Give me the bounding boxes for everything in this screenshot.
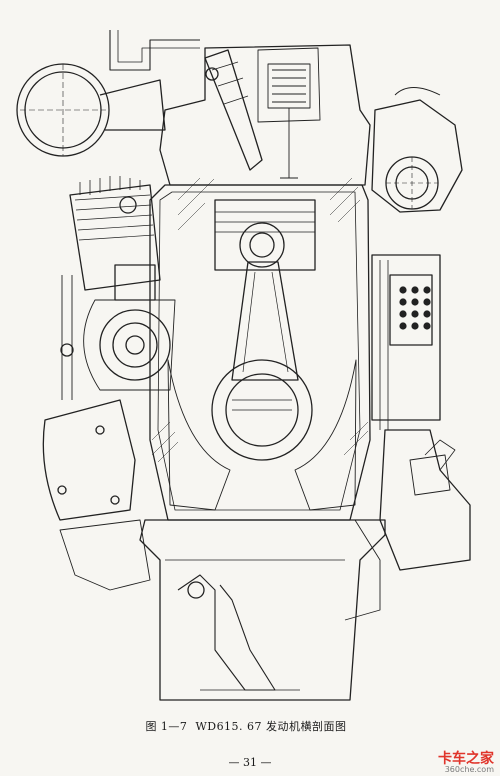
watermark: 卡车之家 360che.com <box>438 752 494 774</box>
page-number: — 31 — <box>228 756 272 769</box>
watermark-brand: 卡车之家 <box>438 751 494 767</box>
watermark-site: 360che.com <box>444 765 494 774</box>
figure-label: 图 1—7 <box>145 720 188 733</box>
figure-title: WD615. 67 发动机横剖面图 <box>195 720 347 733</box>
figure-caption: 图 1—7 WD615. 67 发动机横剖面图 <box>0 718 500 734</box>
